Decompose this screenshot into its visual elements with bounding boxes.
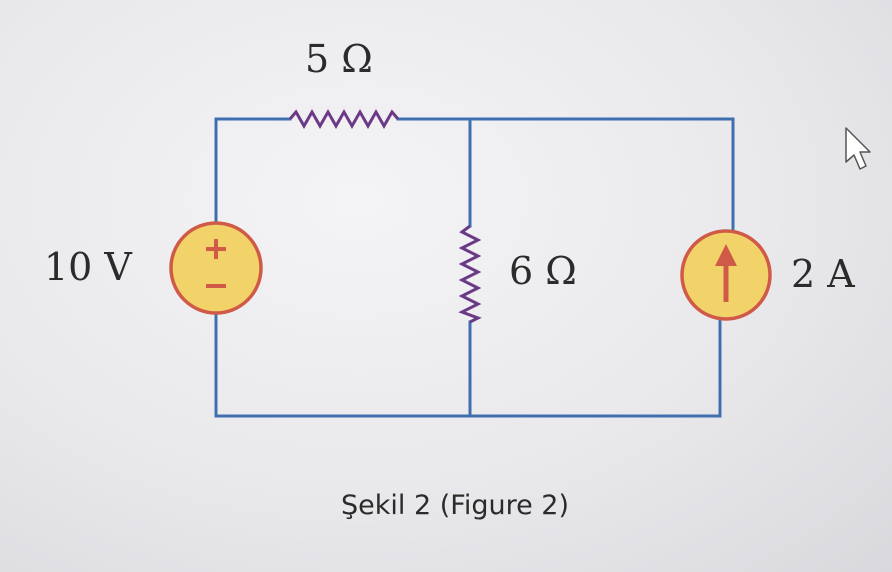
wire-top-right bbox=[396, 117, 735, 246]
voltage-source-body bbox=[169, 221, 263, 315]
current-source bbox=[680, 229, 772, 321]
voltage-source bbox=[169, 221, 263, 315]
resistor-5-ohm-label: 5 Ω bbox=[305, 37, 373, 81]
current-source-label: 2 A bbox=[791, 252, 855, 296]
voltage-source-label: 10 V bbox=[44, 245, 132, 289]
resistor-5-ohm bbox=[288, 108, 400, 130]
wire-top-left bbox=[214, 117, 292, 224]
resistor-6-ohm bbox=[458, 224, 482, 324]
resistor-6-ohm-label: 6 Ω bbox=[509, 249, 577, 293]
mouse-pointer-icon bbox=[845, 127, 871, 170]
plus-icon bbox=[206, 239, 226, 259]
figure-caption: Şekil 2 (Figure 2) bbox=[341, 490, 569, 521]
arrow-head-icon bbox=[715, 244, 737, 266]
